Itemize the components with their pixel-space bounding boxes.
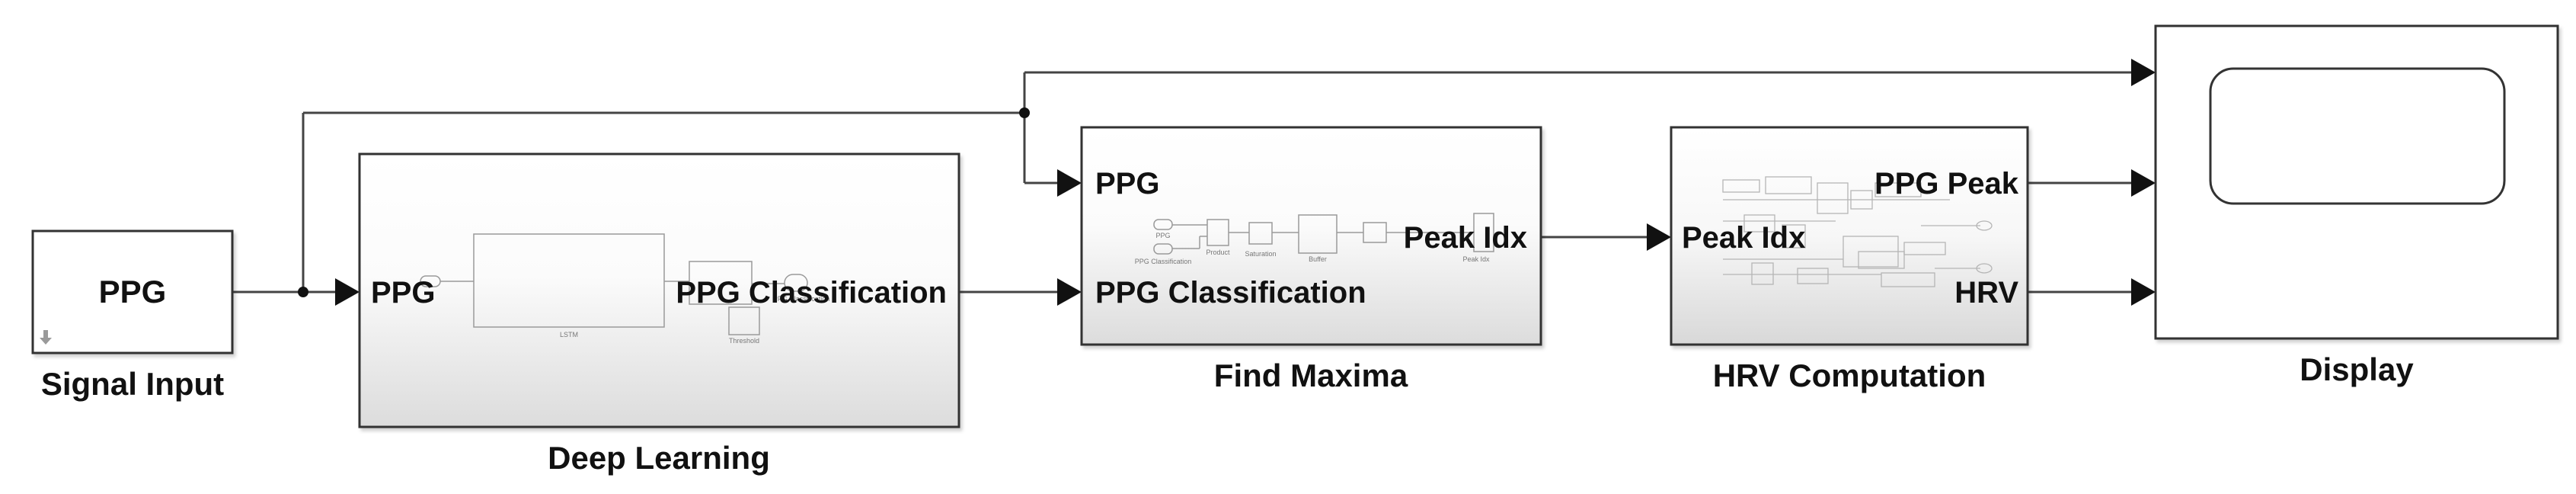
find-maxima-name: Find Maxima (1214, 358, 1408, 393)
hrv-out-port-hrv: HRV (1954, 276, 2018, 310)
hrv-inner-diagram (1722, 176, 1993, 287)
hrv-computation-block[interactable]: Peak Idx PPG Peak HRV HRV Computation (1670, 126, 2029, 393)
deep-learning-ghost-out: PPG Classification (773, 295, 830, 303)
find-maxima-inner-diagram: PPG PPG Classification Product Saturatio… (1135, 213, 1494, 265)
arrow-hrv-in (1647, 223, 1671, 251)
deep-learning-out-port: PPG Classification (676, 276, 947, 310)
hrv-in-port: Peak Idx (1682, 221, 1805, 255)
arrowheads (335, 59, 2156, 306)
deep-learning-block[interactable]: LSTM Threshold PPG Classification PPG PP… (358, 152, 960, 476)
find-maxima-out-port: Peak Idx (1404, 221, 1527, 255)
threshold-label: Threshold (729, 337, 759, 345)
hrv-computation-name: HRV Computation (1713, 358, 1986, 393)
saturation-label: Saturation (1245, 250, 1276, 258)
buffer-label: Buffer (1309, 255, 1327, 263)
deep-learning-inner-diagram: LSTM Threshold PPG Classification (420, 233, 830, 345)
signal-wires (232, 71, 2131, 294)
deep-learning-in-port: PPG (371, 276, 435, 310)
arrow-display-3 (2131, 278, 2156, 306)
find-maxima-inner-in1: PPG (1155, 232, 1170, 239)
scope-screen (2209, 67, 2506, 205)
find-maxima-block[interactable]: PPG PPG Classification Product Saturatio… (1080, 126, 1542, 393)
display-block[interactable]: Display (2154, 24, 2559, 387)
lstm-label: LSTM (560, 331, 578, 338)
arrow-find-maxima-ppg (1057, 169, 1082, 197)
threshold-block (728, 306, 760, 335)
signal-input-block[interactable]: PPG Signal Input (31, 229, 234, 402)
find-maxima-in-port-ppg: PPG (1095, 167, 1159, 200)
arrow-deep-learning-in (335, 278, 360, 306)
signal-input-port-label: PPG (99, 274, 167, 310)
display-name: Display (2300, 351, 2414, 387)
hrv-out-port-ppg-peak: PPG Peak (1874, 167, 2019, 200)
arrow-display-2 (2131, 169, 2156, 197)
find-maxima-in-port-class: PPG Classification (1095, 276, 1366, 310)
branch-point-2 (1019, 107, 1030, 118)
product-label: Product (1206, 249, 1230, 256)
find-maxima-inner-in2: PPG Classification (1135, 258, 1192, 265)
signal-input-name: Signal Input (41, 366, 224, 402)
from-workspace-icon (40, 330, 52, 345)
branch-point-1 (298, 287, 308, 297)
deep-learning-name: Deep Learning (548, 440, 770, 476)
arrow-find-maxima-class (1057, 278, 1082, 306)
arrow-display-1 (2131, 59, 2156, 86)
lstm-block (473, 233, 665, 328)
find-maxima-ghost-out: Peak Idx (1462, 255, 1490, 263)
